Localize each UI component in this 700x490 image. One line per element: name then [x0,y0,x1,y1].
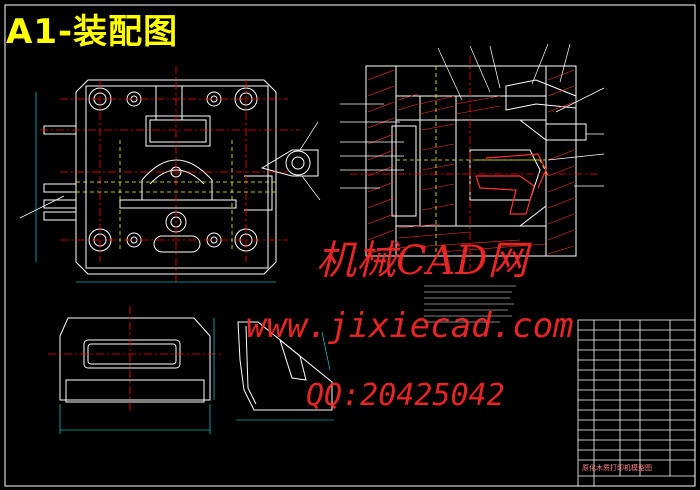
parts-list [577,319,696,487]
section-leaders [340,43,605,189]
watermark-brand: 机械CAD网 [316,238,528,284]
watermark-url: www.jixiecad.com [246,306,574,346]
top-view-hidden [76,140,276,250]
section-centerlines [350,56,600,270]
top-view [43,79,319,275]
product-front-centerline [48,306,222,412]
product-front-view [59,317,211,403]
title-block-name: 原化木质打印机模型图 [582,464,652,472]
top-view-bolts [88,87,311,252]
section-view [365,65,587,257]
section-hidden [396,66,549,256]
section-part [475,153,547,215]
product-side-dimensions [236,331,334,421]
top-view-leaders [19,121,321,219]
watermark-qq: QQ:20425042 [306,378,505,413]
product-side-view [237,321,333,411]
product-front-dimensions [59,318,215,434]
title-block-notes [424,285,516,323]
top-view-centerlines [40,66,300,284]
sheet-title: A1-装配图 [6,12,179,52]
section-hatch [367,69,575,255]
top-view-dimensions [35,92,276,283]
drawing-border [4,4,696,487]
